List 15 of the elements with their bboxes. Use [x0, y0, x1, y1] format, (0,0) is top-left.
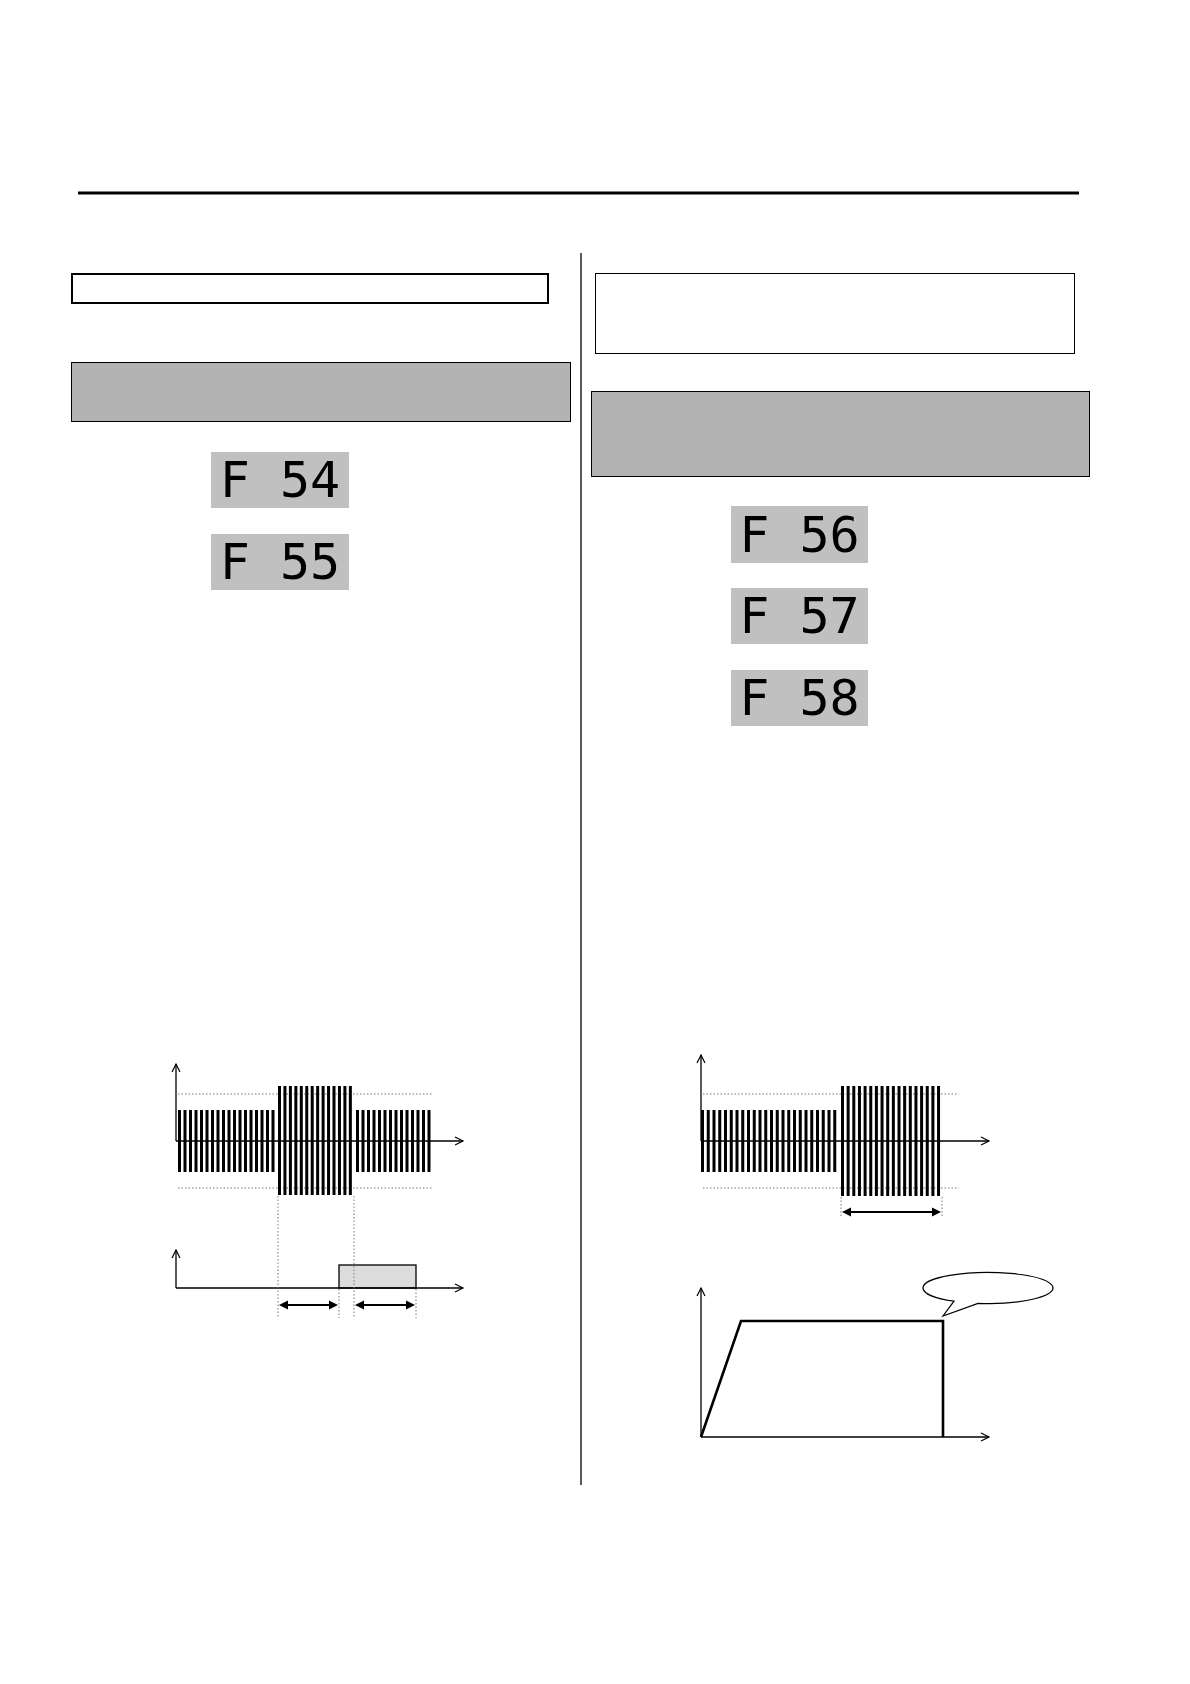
lcd-display [211, 534, 349, 590]
display-readout: F 55 [219, 537, 341, 587]
lcd-display [731, 506, 868, 563]
display-readout: F 54 [219, 455, 341, 505]
empty-frame [71, 273, 549, 304]
lcd-display [731, 670, 868, 726]
display-readout: F 58 [739, 673, 860, 723]
speech-bubble [920, 1271, 1056, 1317]
shaded-panel [71, 362, 571, 422]
display-readout: F 57 [739, 591, 860, 641]
empty-frame [595, 273, 1075, 354]
shaded-panel [591, 391, 1090, 477]
lcd-display [731, 588, 868, 644]
lcd-display [211, 452, 349, 508]
display-readout: F 56 [739, 509, 860, 560]
